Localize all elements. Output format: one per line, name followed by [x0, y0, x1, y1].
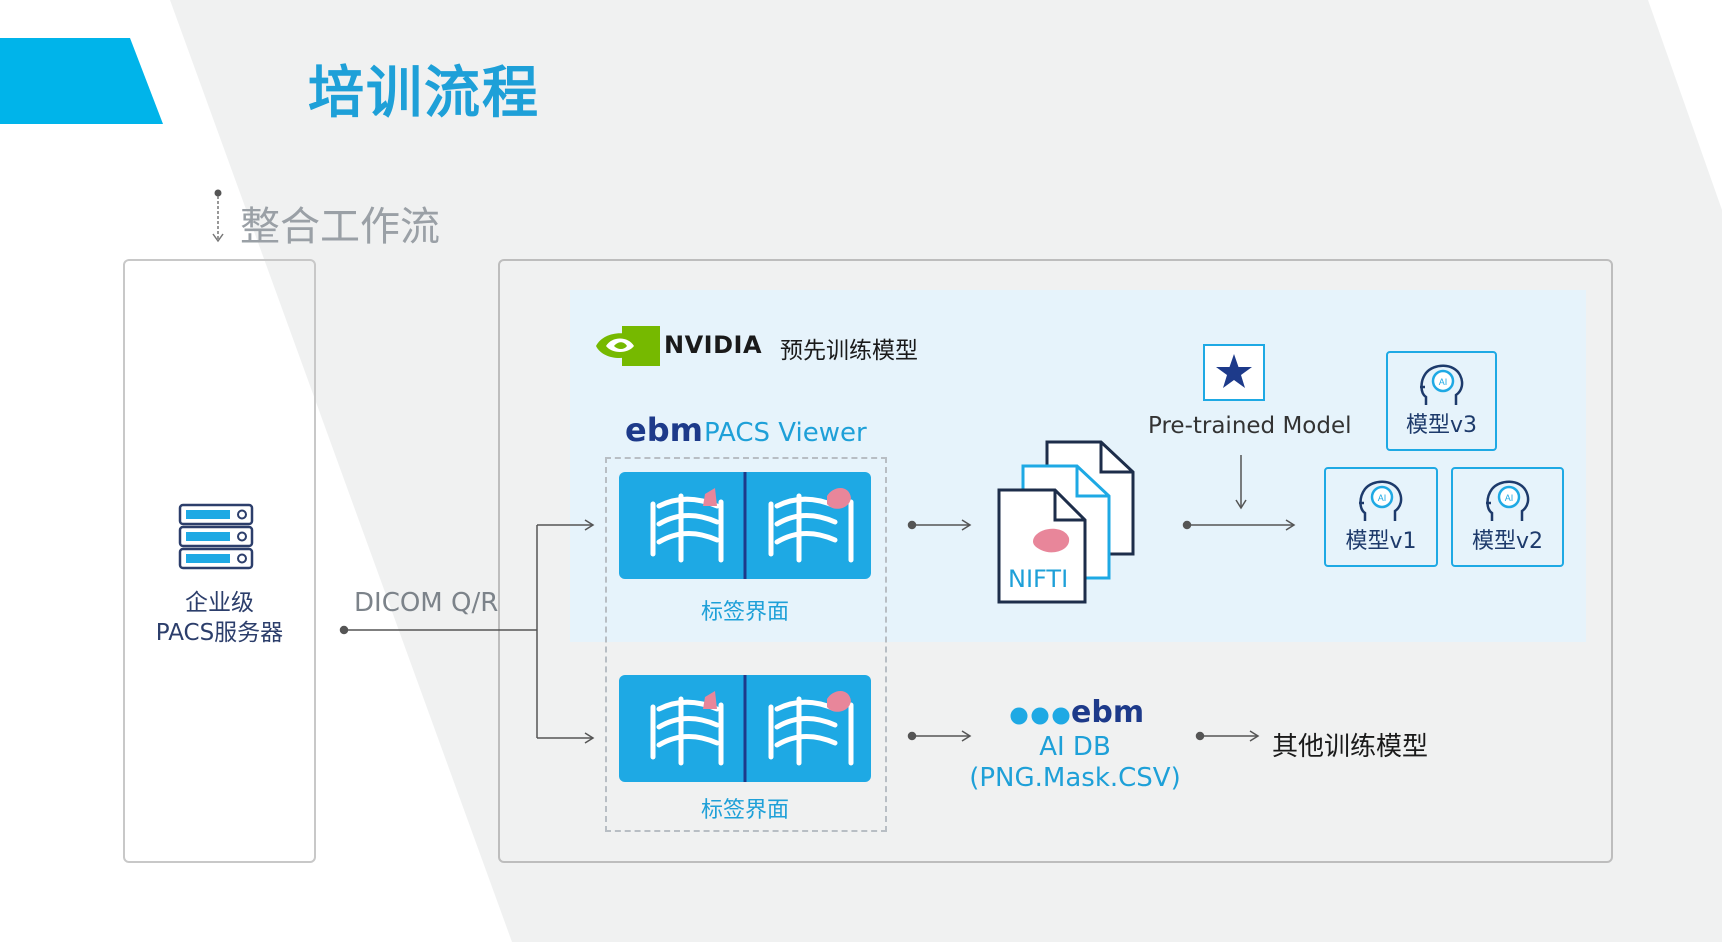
aidb-line1: AI DB: [1039, 732, 1111, 762]
model-v1-box: AI 模型v1: [1324, 467, 1438, 567]
model-v3-label: 模型v3: [1405, 413, 1478, 438]
subtitle-arrow-icon: [212, 189, 224, 243]
pacs-server-line1: 企业级: [185, 590, 254, 616]
page-title: 培训流程: [308, 61, 540, 126]
server-icon: [178, 503, 254, 570]
nifti-label: NIFTI: [1008, 565, 1069, 593]
viewer-group: [605, 457, 887, 832]
labeling-panel-xray: [619, 472, 871, 579]
accent-tab: [0, 38, 163, 124]
svg-text:AI: AI: [1438, 377, 1447, 387]
ai-head-icon: AI: [1485, 480, 1529, 521]
model-v1-label: 模型v1: [1345, 529, 1417, 554]
nvidia-pretrained-label: 预先训练模型: [780, 338, 918, 364]
pacs-server-box: [123, 259, 316, 863]
xray-ribs-icon: [650, 472, 854, 579]
labeling-panel-xray: [619, 675, 871, 782]
star-icon: [1216, 354, 1252, 388]
labeling-panel-caption: 标签界面: [700, 798, 789, 823]
section-subtitle: 整合工作流: [240, 204, 440, 250]
pacs-server-label: 企业级 PACS服务器: [123, 588, 316, 648]
other-training-models-label: 其他训练模型: [1272, 732, 1429, 762]
aidb-line2: (PNG.Mask.CSV): [969, 763, 1181, 793]
model-v2-box: AI 模型v2: [1451, 467, 1564, 567]
ebm-logo: ebm: [625, 411, 703, 449]
dicom-label: DICOM Q/R: [354, 588, 499, 618]
pretrained-model-label: Pre-trained Model: [1148, 413, 1352, 439]
ai-head-icon: AI: [1419, 364, 1463, 405]
ebm-dots-icon: [1010, 707, 1070, 725]
svg-text:AI: AI: [1504, 493, 1513, 503]
nvidia-wordmark: NVIDIA: [664, 331, 763, 359]
ebm-logo: ebm: [1071, 695, 1145, 730]
nvidia-logo-icon: [596, 326, 660, 366]
workflow-container: [498, 259, 1613, 863]
nifti-files-icon: [997, 440, 1135, 604]
model-v2-label: 模型v2: [1471, 529, 1544, 554]
pacs-server-line2: PACS服务器: [155, 620, 284, 646]
aidb-label: AI DB (PNG.Mask.CSV): [960, 732, 1190, 794]
svg-text:AI: AI: [1378, 493, 1387, 503]
xray-ribs-icon: [650, 675, 854, 782]
labeling-panel-caption: 标签界面: [700, 600, 789, 625]
pretrained-model-box: [1203, 344, 1265, 401]
model-v3-box: AI 模型v3: [1386, 351, 1497, 451]
ai-head-icon: AI: [1359, 480, 1403, 521]
pacs-viewer-label: PACS Viewer: [704, 418, 867, 448]
